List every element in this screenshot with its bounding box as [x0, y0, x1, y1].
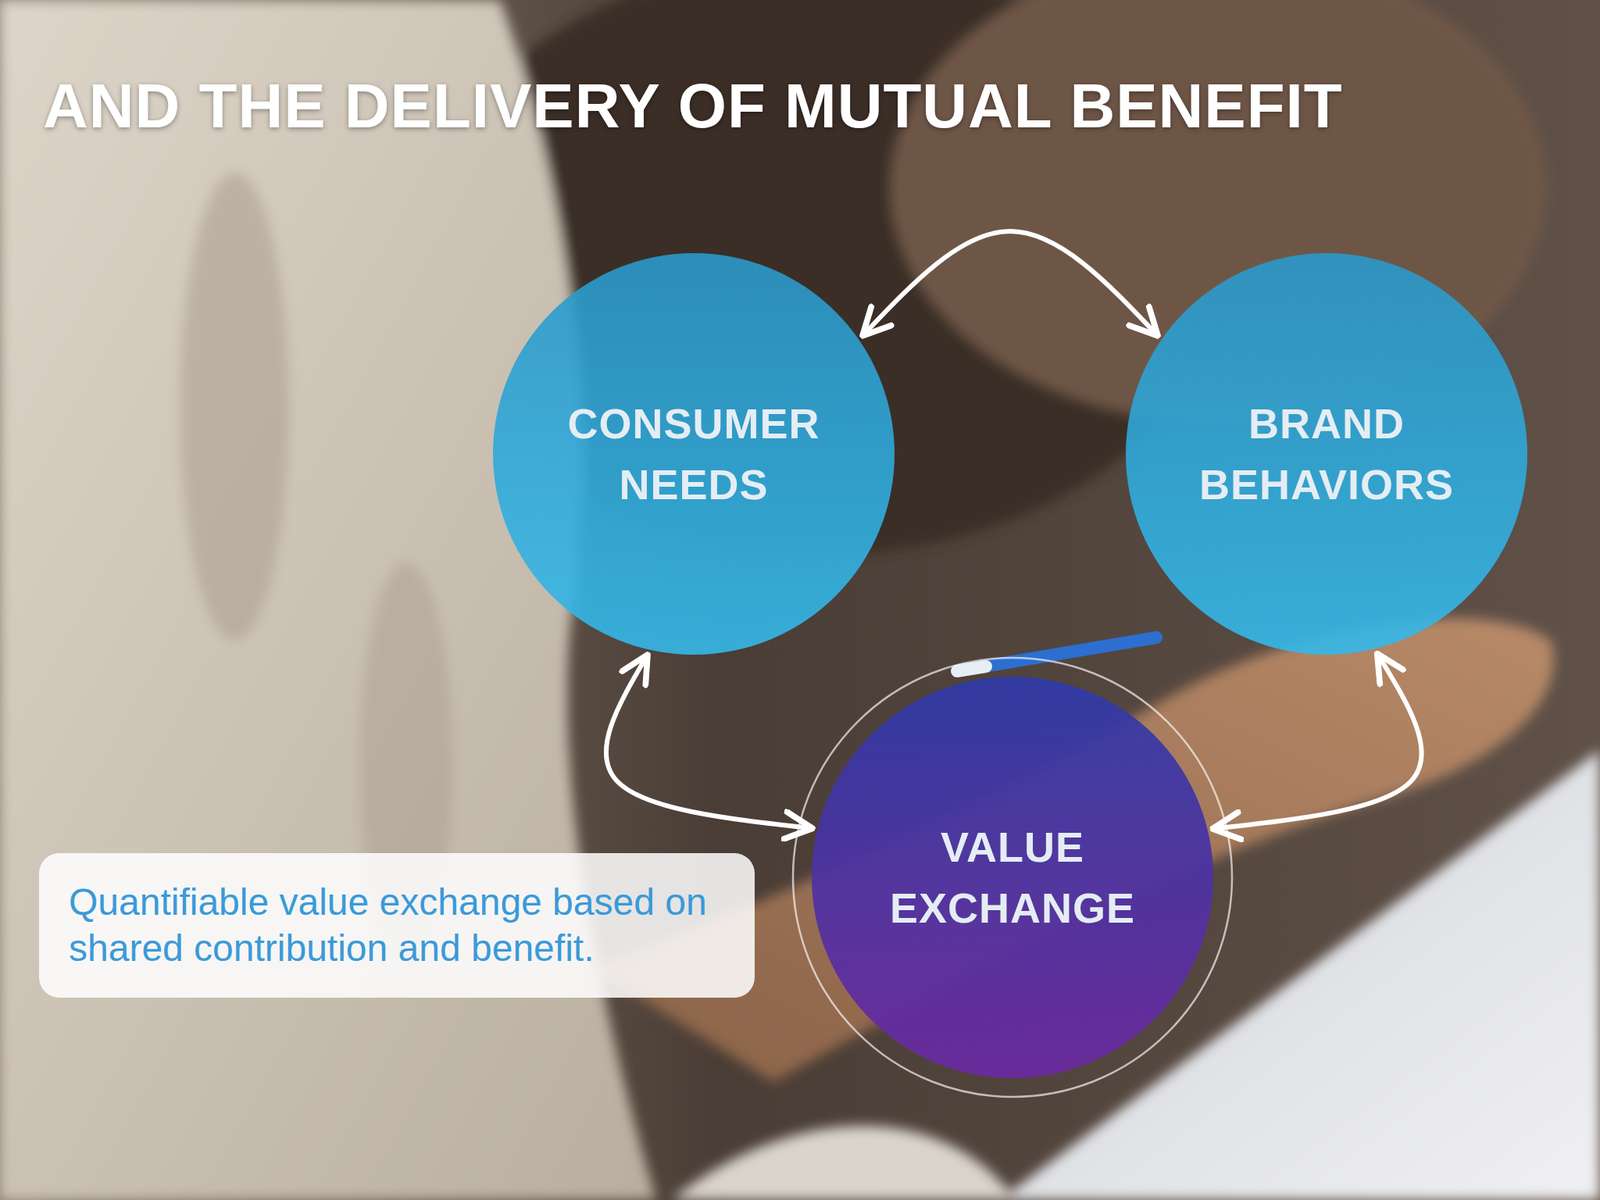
callout-text: Quantifiable value exchange based on sha… — [68, 879, 725, 972]
circle-fill — [811, 676, 1214, 1079]
circle-label: VALUE EXCHANGE — [879, 816, 1146, 940]
slide-title: AND THE DELIVERY OF MUTUAL BENEFIT — [42, 75, 1343, 138]
cycle-arrow — [606, 657, 811, 829]
circle-shape — [811, 676, 1214, 1079]
pen-cap — [957, 666, 986, 672]
shirt-fold — [179, 171, 290, 641]
table — [671, 1125, 1016, 1200]
concept-circle: CONSUMER NEEDS — [492, 253, 895, 655]
concept-circle: VALUE EXCHANGE — [811, 676, 1214, 1079]
circle-shape — [492, 253, 895, 655]
forearm — [593, 617, 1554, 1083]
circle-fill — [1125, 253, 1528, 655]
circle-shape — [1125, 253, 1528, 655]
callout-box: Quantifiable value exchange based on sha… — [39, 853, 755, 998]
cycle-arrow — [1215, 656, 1422, 829]
cycle-arrow — [864, 231, 1156, 334]
circle-label: BRAND BEHAVIORS — [1193, 392, 1460, 516]
outer-ring — [792, 657, 1233, 1097]
circle-fill — [492, 253, 895, 655]
circle-label: CONSUMER NEEDS — [560, 392, 827, 516]
concept-circle: BRAND BEHAVIORS — [1125, 253, 1528, 655]
